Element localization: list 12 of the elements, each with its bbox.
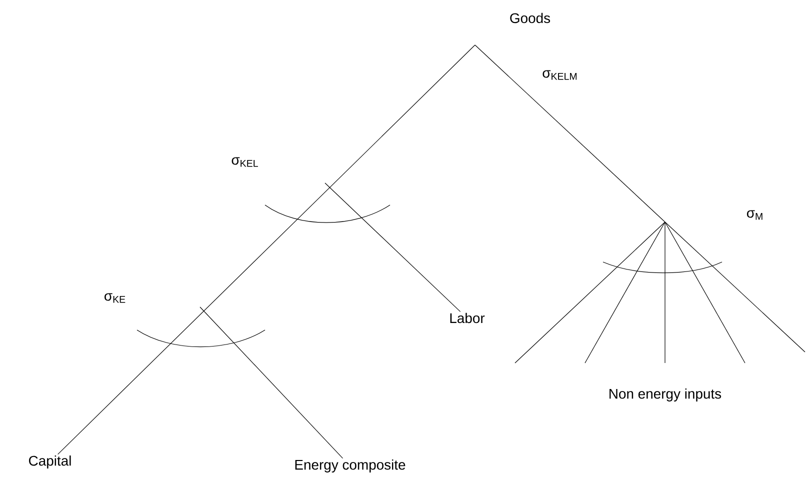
tree-line: [324, 182, 461, 312]
tree-line: [200, 306, 344, 459]
node-label: Goods: [510, 12, 550, 24]
elasticity-label: σ$_{KE}$: [104, 293, 126, 303]
node-label: Non energy inputs: [610, 388, 722, 402]
node-label: Labor: [450, 312, 485, 324]
tree-line: [58, 44, 476, 455]
elasticity-label: σ$_{KELM}$: [542, 70, 577, 80]
node-label: Energy composite: [295, 459, 406, 472]
elasticity-label: σ$_{M}$: [746, 210, 762, 220]
node-label: Capital: [29, 455, 71, 468]
elasticity-label: σ$_{KEL}$: [232, 157, 258, 167]
